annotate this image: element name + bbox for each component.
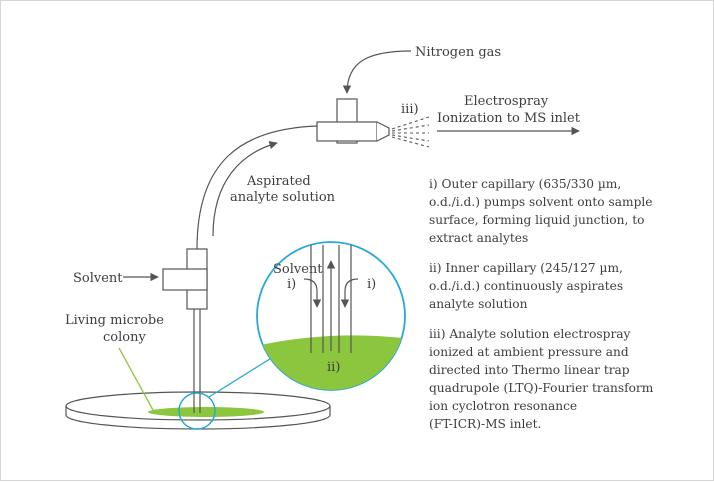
desc-ii-line: o.d./i.d.) continuously aspirates xyxy=(429,279,623,293)
desc-i-line: surface, forming liquid junction, to xyxy=(429,213,644,227)
living-microbe-label-1: Living microbe xyxy=(65,313,164,328)
transfer-capillary xyxy=(196,125,318,250)
desc-iii-line: ionized at ambient pressure and xyxy=(429,345,629,359)
inset-i-left: i) xyxy=(287,277,296,292)
electrospray-label-2: Ionization to MS inlet xyxy=(437,111,581,126)
description-iii: iii) Analyte solution electrospray ioniz… xyxy=(429,327,654,431)
desc-ii-line: ii) Inner capillary (245/127 µm, xyxy=(429,261,623,275)
solvent-label: Solvent xyxy=(73,271,123,286)
inset-magnified-view: Solvent i) i) ii) xyxy=(256,241,406,391)
inset-i-right: i) xyxy=(367,277,376,292)
microbe-colony xyxy=(148,407,264,417)
description-i: i) Outer capillary (635/330 µm, o.d./i.d… xyxy=(429,177,653,245)
desc-i-line: o.d./i.d.) pumps solvent onto sample xyxy=(429,195,653,209)
inset-arrow-left xyxy=(303,278,322,308)
desc-ii-line: analyte solution xyxy=(429,297,528,311)
petri-dish xyxy=(65,391,331,430)
desc-i-line: i) Outer capillary (635/330 µm, xyxy=(429,177,621,191)
iii-marker: iii) xyxy=(401,102,419,117)
lower-probe xyxy=(162,248,208,413)
desc-iii-line: ion cyclotron resonance xyxy=(429,399,577,413)
electrospray-label-1: Electrospray xyxy=(464,94,549,109)
spray-plume xyxy=(391,116,430,148)
zoom-connector xyxy=(208,356,274,398)
aspirated-label-1: Aspirated xyxy=(246,174,311,189)
inset-arrow-right xyxy=(340,278,359,308)
nitrogen-gas-label: Nitrogen gas xyxy=(415,45,501,60)
aspirated-flow-arrow xyxy=(212,140,278,237)
desc-i-line: extract analytes xyxy=(429,231,528,245)
living-microbe-label-2: colony xyxy=(103,330,146,345)
description-ii: ii) Inner capillary (245/127 µm, o.d./i.… xyxy=(429,261,623,311)
aspirated-label-2: analyte solution xyxy=(230,190,336,205)
colony-pointer-line xyxy=(118,347,154,411)
nitrogen-arrow xyxy=(342,50,412,94)
desc-iii-line: directed into Thermo linear trap xyxy=(429,363,630,377)
inset-ii-label: ii) xyxy=(327,360,340,375)
inset-solvent-label: Solvent xyxy=(273,262,323,277)
desc-iii-line: (FT-ICR)-MS inlet. xyxy=(429,417,541,431)
zoom-circle-small xyxy=(178,392,216,430)
upper-tee xyxy=(316,98,390,144)
desc-iii-line: iii) Analyte solution electrospray xyxy=(429,327,631,341)
desc-iii-line: quadrupole (LTQ)-Fourier transform xyxy=(429,381,654,395)
